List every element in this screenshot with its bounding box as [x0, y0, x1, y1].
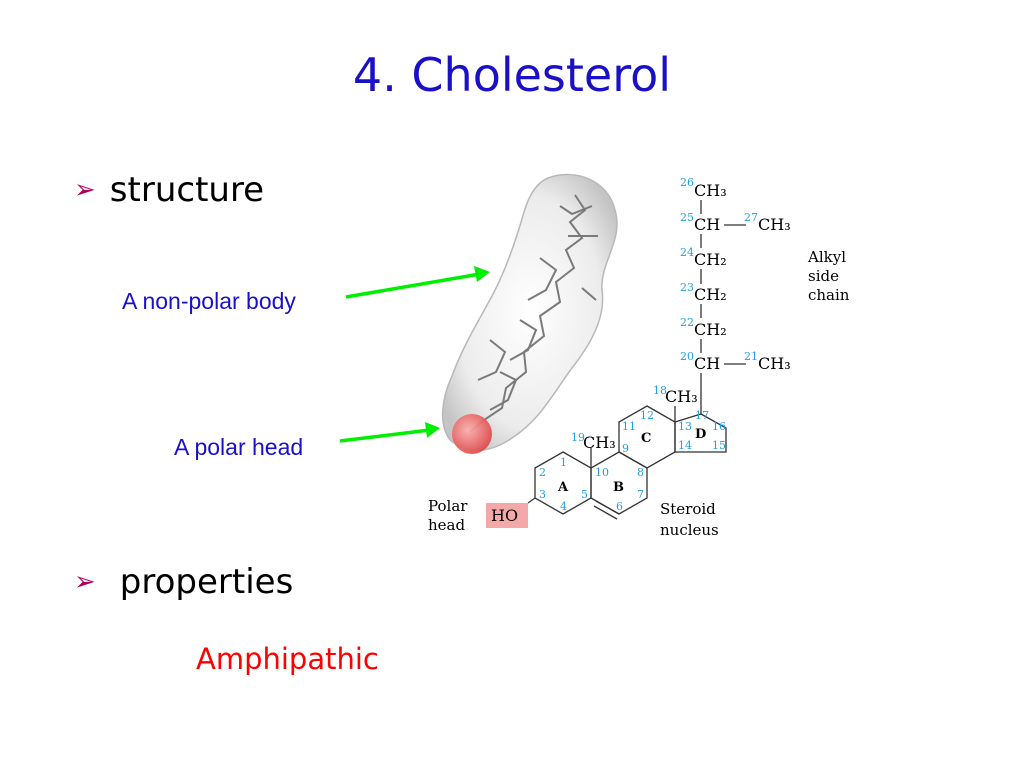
carbon-number: 25	[680, 211, 694, 224]
svg-text:Steroid: Steroid	[660, 500, 716, 518]
carbon-number: 14	[678, 439, 692, 452]
carbon-number: 5	[581, 488, 588, 501]
arrowhead-icon	[474, 266, 490, 282]
group-c27: CH₃	[758, 215, 791, 234]
alkyl-side-chain-label: Alkyl side chain	[807, 248, 850, 304]
molecular-surface	[441, 173, 618, 452]
carbon-number: 10	[595, 466, 609, 479]
group-c25: CH	[694, 215, 720, 234]
svg-text:head: head	[428, 516, 465, 534]
bullet-arrow-icon: ➢	[74, 567, 96, 597]
carbon-number: 26	[680, 176, 694, 189]
slide-title: 4. Cholesterol	[352, 48, 672, 102]
stick-skeleton	[469, 194, 598, 433]
arrow-to-body	[345, 272, 481, 299]
carbon-number: 11	[622, 420, 636, 433]
group-c24: CH₂	[694, 250, 727, 269]
carbon-number: 7	[637, 488, 644, 501]
ring-d	[674, 413, 727, 453]
bullet-arrow-icon: ➢	[74, 175, 96, 205]
carbon-number: 8	[637, 466, 644, 479]
steroid-nucleus: CH₃ 18 CH₃ 19 1 2 3 4 5 6 7 8 9 10 11 12…	[527, 384, 727, 520]
carbon-number: 17	[695, 409, 709, 422]
steroid-nucleus-label: Steroid nucleus	[660, 500, 719, 539]
bullet-label: structure	[109, 170, 265, 210]
carbon-number: 4	[560, 500, 567, 513]
group-c22: CH₂	[694, 320, 727, 339]
bullet-properties: ➢ properties	[74, 562, 293, 602]
group-c21: CH₃	[758, 354, 791, 373]
property-amphipathic: Amphipathic	[196, 642, 379, 676]
ring-label: B	[613, 480, 624, 495]
bullet-structure: ➢ structure	[74, 170, 264, 210]
carbon-number: 24	[680, 246, 694, 259]
ring-label: D	[695, 427, 706, 442]
callout-arrows	[339, 266, 490, 443]
carbon-number: 21	[744, 350, 758, 363]
group-c20: CH	[694, 354, 720, 373]
ring-label: C	[641, 431, 651, 446]
carbon-number: 20	[680, 350, 694, 363]
carbon-number: 27	[744, 211, 758, 224]
carbon-number: 3	[539, 488, 546, 501]
carbon-number: 22	[680, 316, 694, 329]
carbon-number: 23	[680, 281, 694, 294]
callout-non-polar-body: A non-polar body	[122, 288, 296, 314]
group-c19: CH₃	[583, 433, 616, 452]
carbon-number: 9	[622, 442, 629, 455]
callout-polar-head: A polar head	[174, 434, 304, 460]
svg-text:nucleus: nucleus	[660, 521, 719, 539]
polar-head-highlight	[486, 503, 528, 528]
svg-text:Alkyl: Alkyl	[807, 248, 846, 266]
bullet-label: properties	[119, 562, 294, 602]
carbon-number: 19	[571, 431, 585, 444]
arrow-to-head	[339, 428, 431, 443]
ring-label: A	[557, 480, 569, 495]
carbon-number: 13	[678, 420, 692, 433]
space-filling-model	[441, 173, 618, 454]
carbon-number: 2	[539, 466, 546, 479]
carbon-number: 6	[616, 500, 623, 513]
polar-head-sphere	[452, 414, 492, 454]
group-c18: CH₃	[665, 387, 698, 406]
side-chain: 26 CH₃ 25 CH 27 CH₃ 24 CH₂ 23 CH₂ 22 CH₂…	[680, 176, 791, 415]
carbon-number: 16	[712, 420, 726, 433]
group-ho: HO	[491, 506, 518, 525]
arrowhead-icon	[425, 422, 440, 438]
carbon-number: 18	[653, 384, 667, 397]
group-c26: CH₃	[694, 181, 727, 200]
polar-head-label: Polar head	[428, 497, 468, 534]
svg-text:Polar: Polar	[428, 497, 468, 515]
carbon-number: 12	[640, 409, 654, 422]
svg-text:side: side	[808, 267, 839, 285]
svg-text:chain: chain	[808, 286, 850, 304]
carbon-number: 15	[712, 439, 726, 452]
group-c23: CH₂	[694, 285, 727, 304]
carbon-number: 1	[560, 456, 567, 469]
